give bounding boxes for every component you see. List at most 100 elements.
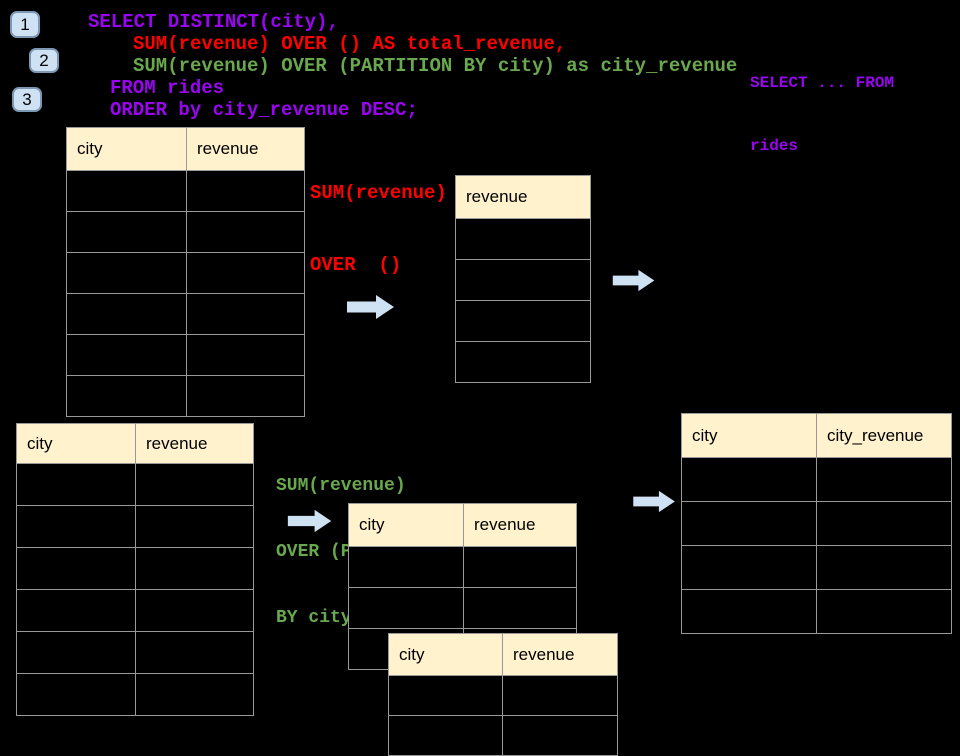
empty-cell (66, 334, 187, 376)
column-header-city: city (388, 633, 503, 676)
empty-cell (816, 457, 952, 502)
slide-canvas: { "colors": { "background": "#000000", "… (10, 11, 952, 756)
table-row (16, 673, 254, 716)
table-header-row: city revenue (16, 423, 254, 464)
table-row (16, 631, 254, 674)
column-header-revenue: revenue (135, 423, 254, 464)
empty-cell (66, 170, 187, 212)
table-partition-mid: city revenue (348, 503, 577, 670)
arrow-right-icon (347, 295, 394, 319)
empty-cell (66, 211, 187, 253)
empty-cell (16, 463, 136, 506)
empty-cell (502, 675, 618, 716)
side-note: SELECT ... FROM rides (750, 31, 894, 178)
sql-line-sum-over: SUM(revenue) OVER () AS total_revenue, (133, 33, 567, 55)
arrow-right-icon (612, 269, 655, 292)
empty-cell (16, 631, 136, 674)
table-header-row: city revenue (388, 633, 618, 676)
empty-cell (681, 545, 817, 590)
table-source-top: city revenue (66, 127, 305, 417)
table-final-result: city city_revenue (681, 413, 952, 634)
side-note-line2: rides (750, 137, 799, 155)
empty-cell (348, 546, 464, 588)
empty-cell (16, 673, 136, 716)
empty-cell (186, 375, 305, 417)
table-row (66, 170, 305, 212)
empty-cell (455, 300, 591, 342)
table-source-bottom: city revenue (16, 423, 254, 716)
empty-cell (388, 715, 503, 756)
table-row (66, 211, 305, 253)
table-total-result: revenue (455, 175, 591, 383)
empty-cell (816, 501, 952, 546)
column-header-revenue: revenue (463, 503, 577, 547)
empty-cell (463, 546, 577, 588)
empty-cell (66, 375, 187, 417)
step-badge-1: 1 (10, 11, 40, 38)
table-partition-overlay: city revenue (388, 633, 618, 756)
table-header-row: revenue (455, 175, 591, 219)
table-row (16, 463, 254, 506)
empty-cell (455, 259, 591, 301)
arrow-right-icon (287, 509, 332, 533)
empty-cell (681, 589, 817, 634)
step-badge-2: 2 (29, 48, 59, 73)
column-header-city: city (348, 503, 464, 547)
empty-cell (502, 715, 618, 756)
empty-cell (135, 631, 254, 674)
table-row (455, 300, 591, 342)
column-header-city: city (16, 423, 136, 464)
table-row (16, 505, 254, 548)
table-header-row: city city_revenue (681, 413, 952, 458)
empty-cell (681, 457, 817, 502)
empty-cell (16, 505, 136, 548)
empty-cell (135, 547, 254, 590)
arrow-right-icon (633, 490, 675, 513)
sql-line-select: SELECT DISTINCT(city), (88, 11, 339, 33)
table-row (455, 341, 591, 383)
table-row (388, 675, 618, 716)
table-row (66, 375, 305, 417)
table-row (16, 547, 254, 590)
empty-cell (681, 501, 817, 546)
step-badge-3: 3 (12, 87, 42, 112)
annotation-total-line1: SUM(revenue) (310, 182, 447, 204)
empty-cell (16, 589, 136, 632)
empty-cell (135, 505, 254, 548)
table-row (681, 457, 952, 502)
table-row (348, 546, 577, 588)
sql-line-order-by: ORDER by city_revenue DESC; (110, 99, 418, 121)
column-header-revenue: revenue (455, 175, 591, 219)
empty-cell (455, 218, 591, 260)
annotation-partition-line1: SUM(revenue) (276, 476, 406, 496)
column-header-city: city (66, 127, 187, 171)
empty-cell (463, 587, 577, 629)
sql-line-sum-partition: SUM(revenue) OVER (PARTITION BY city) as… (133, 55, 738, 77)
column-header-revenue: revenue (186, 127, 305, 171)
empty-cell (186, 170, 305, 212)
column-header-city-revenue: city_revenue (816, 413, 952, 458)
empty-cell (348, 587, 464, 629)
table-header-row: city revenue (66, 127, 305, 171)
empty-cell (816, 589, 952, 634)
empty-cell (816, 545, 952, 590)
table-row (681, 501, 952, 546)
table-row (388, 715, 618, 756)
empty-cell (186, 211, 305, 253)
column-header-city: city (681, 413, 817, 458)
table-row (66, 334, 305, 376)
table-row (348, 587, 577, 629)
empty-cell (186, 334, 305, 376)
table-row (66, 293, 305, 335)
table-row (16, 589, 254, 632)
annotation-total-line2: OVER () (310, 254, 402, 276)
empty-cell (16, 547, 136, 590)
empty-cell (135, 589, 254, 632)
empty-cell (135, 463, 254, 506)
table-row (681, 545, 952, 590)
empty-cell (388, 675, 503, 716)
table-row (681, 589, 952, 634)
table-row (66, 252, 305, 294)
side-note-line1: SELECT ... FROM (750, 74, 895, 92)
empty-cell (66, 252, 187, 294)
